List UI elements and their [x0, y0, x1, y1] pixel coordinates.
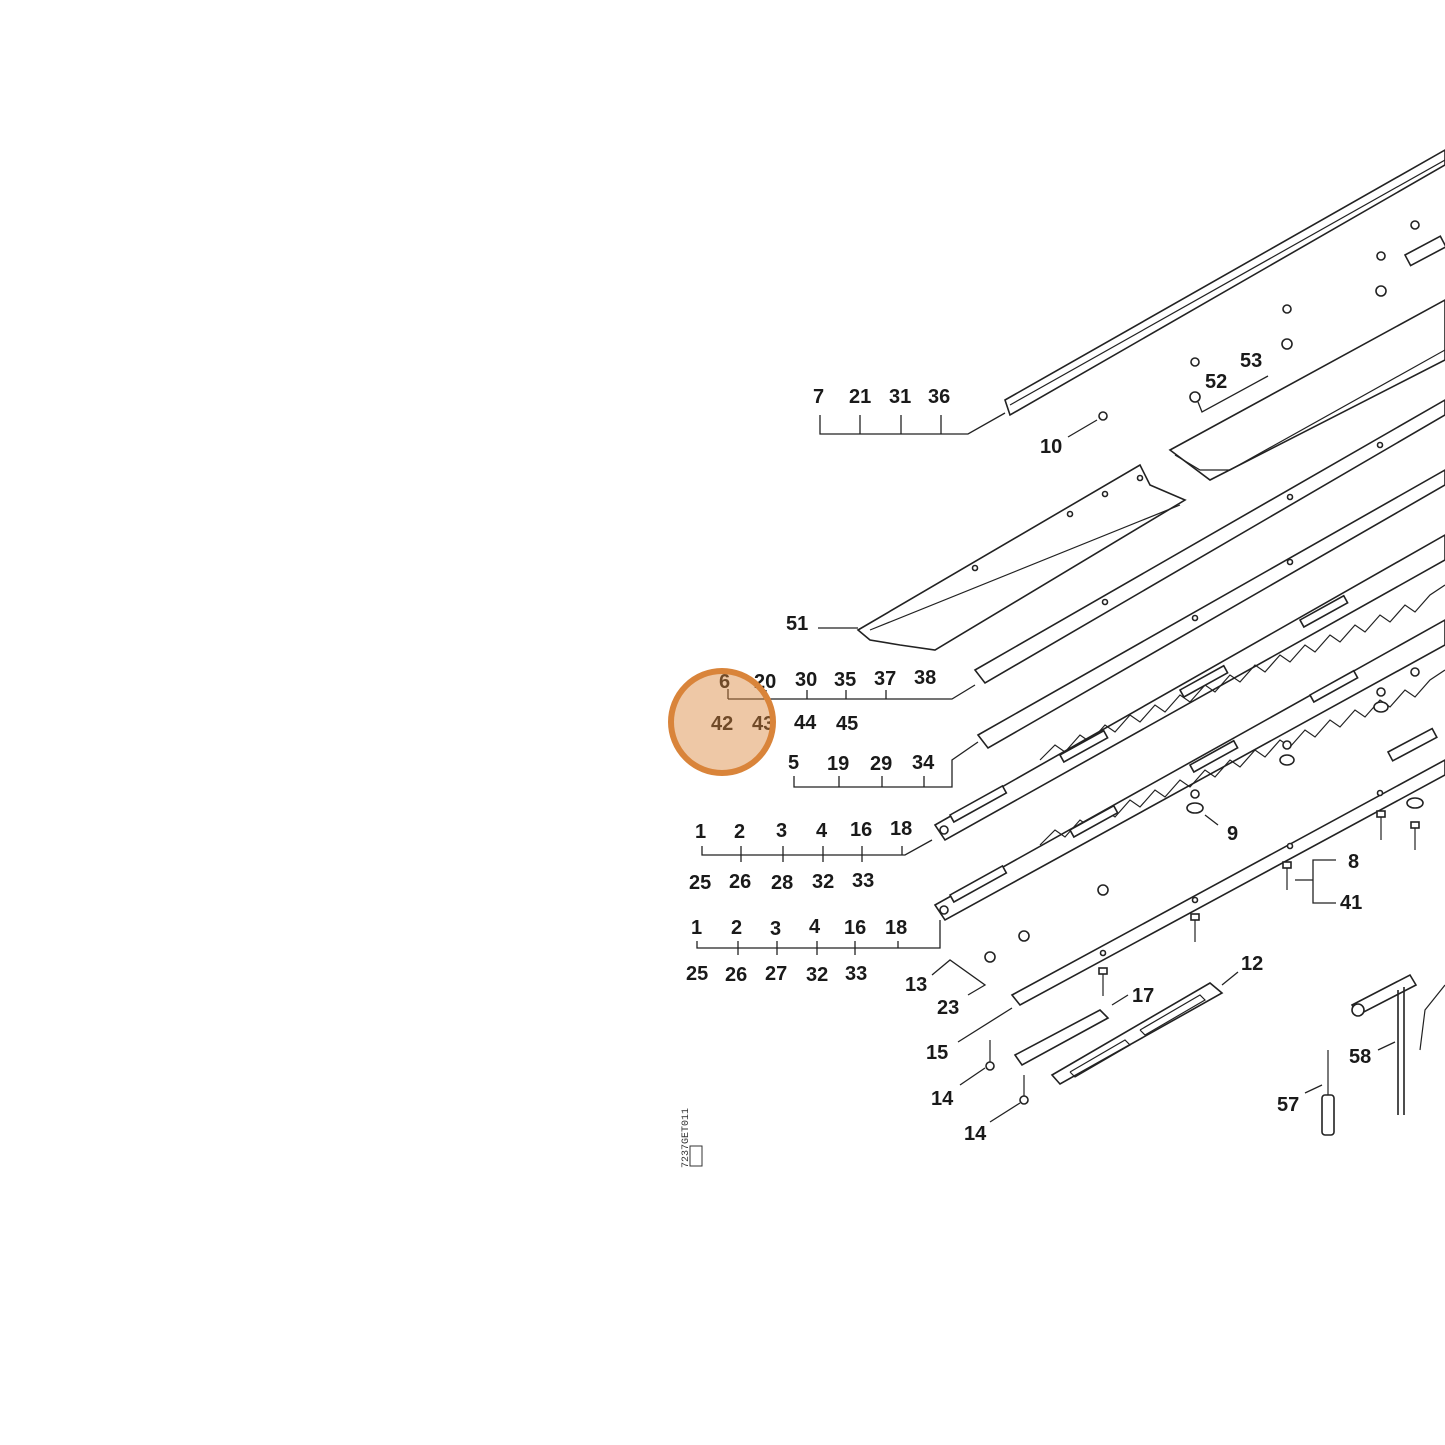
blade-strip-middle: [976, 469, 1445, 750]
label-12: 12: [1241, 953, 1263, 975]
label-35: 35: [834, 669, 856, 691]
slide-plates: [1013, 982, 1224, 1086]
label-45: 45: [836, 713, 858, 735]
label-4b: 4: [809, 916, 821, 938]
label-21: 21: [849, 386, 871, 408]
drawing-code: 7237GET011: [681, 1108, 703, 1168]
label-16a: 16: [850, 819, 872, 841]
label-36: 36: [928, 386, 950, 408]
label-2b: 2: [731, 917, 742, 939]
blade-strip-upper: [973, 399, 1445, 685]
label-9: 9: [1227, 823, 1238, 845]
label-51: 51: [786, 613, 808, 635]
label-34: 34: [912, 752, 935, 774]
label-10: 10: [1040, 436, 1062, 458]
label-26b: 26: [725, 964, 747, 986]
label-13: 13: [905, 974, 927, 996]
label-5: 5: [788, 752, 799, 774]
label-52: 52: [1205, 371, 1227, 393]
label-53: 53: [1240, 350, 1262, 372]
label-30: 30: [795, 669, 817, 691]
tool-t-wrench: [1350, 973, 1445, 1115]
label-7: 7: [813, 386, 824, 408]
label-25b: 25: [686, 963, 708, 985]
cutter-blade-upper: [933, 534, 1445, 842]
label-37: 37: [874, 668, 896, 690]
label-14b: 14: [964, 1123, 987, 1145]
label-26a: 26: [729, 871, 751, 893]
label-43: 43: [752, 713, 774, 735]
gear-housing-plate: [1098, 220, 1445, 481]
label-14a: 14: [931, 1088, 954, 1110]
label-33b: 33: [845, 963, 867, 985]
label-2a: 2: [734, 821, 745, 843]
label-16b: 16: [844, 917, 866, 939]
label-3b: 3: [770, 918, 781, 940]
leader-lines: [696, 375, 1396, 1123]
label-6: 6: [719, 671, 730, 693]
label-42: 42: [711, 713, 733, 735]
label-32b: 32: [806, 964, 828, 986]
guard-part-51: [856, 463, 1187, 651]
label-15: 15: [926, 1042, 948, 1064]
callout-labels: 7 21 31 36 10 52 53 51 6 20 30 35 37 38 …: [686, 350, 1371, 1145]
top-cover-bar: [1004, 149, 1445, 417]
label-19: 19: [827, 753, 849, 775]
label-32a: 32: [812, 871, 834, 893]
label-38: 38: [914, 667, 936, 689]
label-27: 27: [765, 963, 787, 985]
label-18a: 18: [890, 818, 912, 840]
label-41: 41: [1340, 892, 1362, 914]
label-8: 8: [1348, 851, 1359, 873]
label-4a: 4: [816, 820, 828, 842]
tool-screwdriver: [1321, 1050, 1335, 1136]
label-44: 44: [794, 712, 817, 734]
support-bar: [1010, 727, 1445, 1007]
drawing-code-text: 7237GET011: [681, 1108, 692, 1168]
label-28: 28: [771, 872, 793, 894]
cutter-blade-lower: [933, 619, 1445, 922]
label-1a: 1: [695, 821, 706, 843]
label-31: 31: [889, 386, 911, 408]
label-25a: 25: [689, 872, 711, 894]
label-17: 17: [1132, 985, 1154, 1007]
label-1b: 1: [691, 917, 702, 939]
label-33a: 33: [852, 870, 874, 892]
label-29: 29: [870, 753, 892, 775]
washers-and-nuts: [984, 667, 1424, 963]
screws: [985, 810, 1420, 1105]
label-3a: 3: [776, 820, 787, 842]
label-23: 23: [937, 997, 959, 1019]
label-18b: 18: [885, 917, 907, 939]
label-57: 57: [1277, 1094, 1299, 1116]
label-58: 58: [1349, 1046, 1371, 1068]
highlight-marker: [668, 668, 776, 776]
